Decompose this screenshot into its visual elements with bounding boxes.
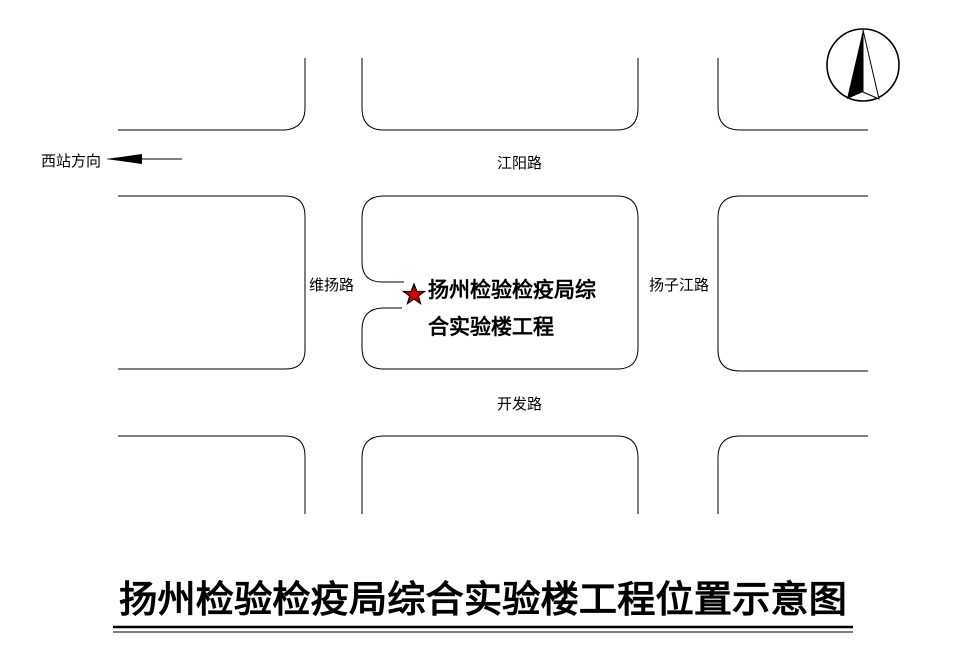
road-label-weiyang: 维扬路 [309, 276, 354, 294]
compass-needle-fill [847, 30, 863, 99]
direction-arrow-icon [106, 154, 142, 164]
block-top-middle [361, 58, 639, 131]
block-bottom-left [118, 435, 306, 514]
block-top-right [717, 58, 868, 131]
block-top-left [118, 58, 306, 131]
site-label-line1: 扬州检验检疫局综 [428, 278, 596, 302]
north-arrow-icon [826, 28, 900, 102]
site-label-line2: 合实验楼工程 [428, 315, 554, 339]
block-middle-left [118, 195, 306, 370]
direction-label: 西站方向 [41, 152, 101, 170]
block-bottom-middle [361, 435, 639, 514]
road-label-jiangyang: 江阳路 [497, 154, 542, 172]
block-middle-right [717, 195, 868, 372]
block-bottom-right [717, 435, 868, 514]
west-station-direction: 西站方向 [41, 152, 182, 170]
road-label-yangzijiang: 扬子江路 [649, 276, 709, 294]
block-middle-site [361, 195, 639, 370]
site-star-icon [401, 282, 427, 305]
page-title: 扬州检验检疫局综合实验楼工程位置示意图 [119, 578, 847, 621]
compass-needle-outline [862, 29, 880, 100]
road-label-kaifa: 开发路 [497, 395, 542, 413]
city-blocks [118, 58, 868, 514]
compass-circle [826, 28, 900, 102]
